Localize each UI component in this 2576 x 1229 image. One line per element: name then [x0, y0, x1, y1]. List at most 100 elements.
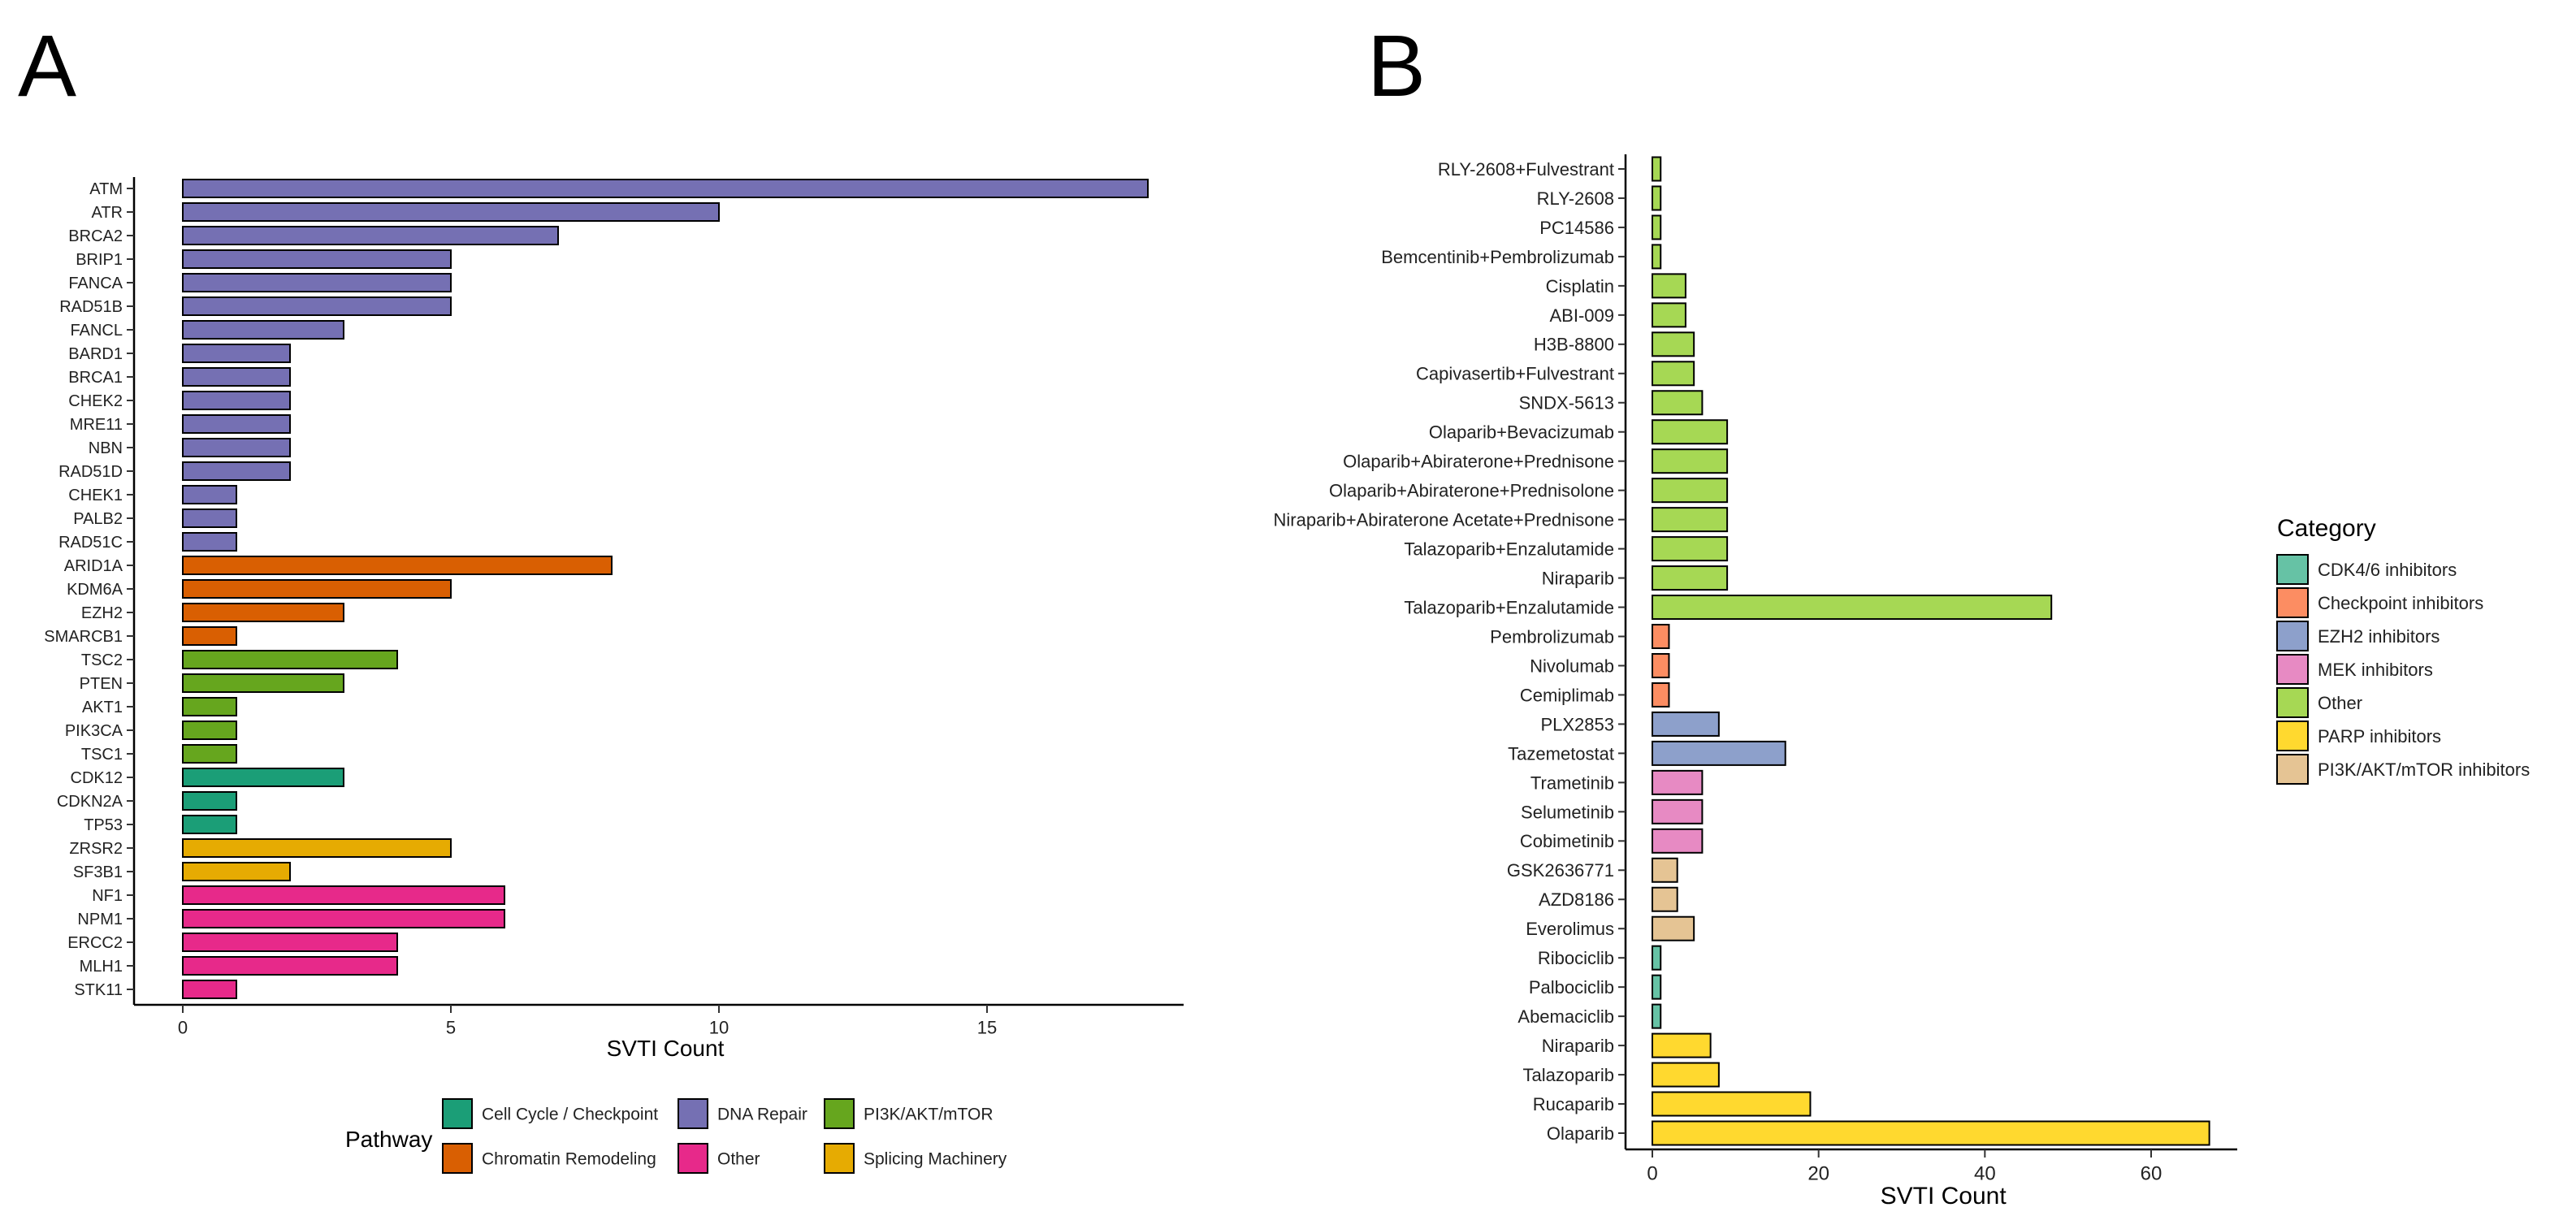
- bar: [1652, 769, 1704, 795]
- bar: [182, 980, 237, 999]
- bar: [1652, 156, 1662, 182]
- bar-label: Trametinib: [1530, 772, 1614, 793]
- bar-label: Palbociclib: [1529, 977, 1614, 997]
- bar-label: CHEK2: [68, 392, 123, 410]
- bar-label: NBN: [89, 439, 123, 457]
- bar-label: AKT1: [82, 699, 123, 716]
- bar-label: Pembrolizumab: [1490, 626, 1614, 647]
- bar: [182, 697, 237, 716]
- bar: [182, 202, 720, 222]
- bar-label: SNDX-5613: [1519, 393, 1614, 413]
- x-tick-label: 5: [446, 1017, 456, 1037]
- bar: [182, 249, 452, 269]
- bar: [182, 273, 452, 292]
- bar-label: NF1: [92, 887, 123, 905]
- bar-label: RLY-2608+Fulvestrant: [1438, 159, 1614, 180]
- bar-label: STK11: [74, 981, 123, 999]
- bar: [1652, 419, 1729, 445]
- bar: [182, 344, 291, 363]
- bar: [182, 485, 237, 504]
- bar: [182, 367, 291, 387]
- bar-label: SMARCB1: [44, 628, 123, 646]
- legend-title: Category: [2277, 515, 2376, 542]
- bar: [182, 862, 291, 881]
- bar: [1652, 302, 1686, 328]
- x-tick-label: 60: [2141, 1163, 2163, 1185]
- x-tick-label: 0: [1647, 1163, 1657, 1185]
- bar-label: EZH2: [81, 604, 123, 622]
- bar: [182, 556, 613, 575]
- bar-label: H3B-8800: [1534, 335, 1614, 355]
- legend-title: Pathway: [345, 1127, 432, 1152]
- bar-label: PC14586: [1539, 218, 1614, 238]
- legend-key: [2276, 754, 2309, 785]
- legend-key: [442, 1098, 473, 1129]
- bar-label: PTEN: [80, 675, 123, 693]
- bar: [1652, 740, 1786, 766]
- legend-label: Other: [717, 1150, 760, 1169]
- bar-label: NPM1: [77, 911, 123, 928]
- bar: [1652, 857, 1678, 883]
- bar-label: Selumetinib: [1521, 802, 1614, 822]
- bar-label: Talazoparib+Enzalutamide: [1404, 597, 1614, 617]
- legend-label: Splicing Machinery: [864, 1150, 1007, 1169]
- bar: [1652, 915, 1695, 941]
- bar: [182, 791, 237, 811]
- legend-label: Other: [2318, 693, 2362, 713]
- bar: [182, 438, 291, 457]
- panel-a-letter: A: [18, 16, 76, 115]
- bar: [1652, 682, 1670, 708]
- bar: [182, 768, 344, 787]
- x-tick-label: 10: [709, 1017, 729, 1037]
- legend-key: [824, 1143, 855, 1174]
- legend-label: DNA Repair: [717, 1106, 807, 1124]
- bar-label: CDKN2A: [57, 793, 123, 811]
- legend-label: Cell Cycle / Checkpoint: [482, 1106, 658, 1124]
- x-tick-label: 20: [1808, 1163, 1829, 1185]
- bar-label: Olaparib+Abiraterone+Prednisone: [1343, 452, 1614, 472]
- bar-label: BRIP1: [76, 251, 123, 269]
- bar: [1652, 945, 1662, 971]
- legend-key: [2276, 554, 2309, 585]
- bar: [1652, 1091, 1812, 1117]
- bar-label: BRCA2: [68, 227, 123, 245]
- legend-key: [442, 1143, 473, 1174]
- bar: [1652, 478, 1729, 504]
- bar-label: Bemcentinib+Pembrolizumab: [1381, 247, 1614, 267]
- bar-label: Olaparib+Bevacizumab: [1429, 422, 1614, 443]
- x-axis-title: SVTI Count: [1881, 1183, 2007, 1210]
- bar-label: TP53: [84, 816, 123, 834]
- bar-label: RAD51B: [59, 298, 123, 316]
- bar: [1652, 448, 1729, 474]
- bar-label: Olaparib: [1547, 1123, 1614, 1144]
- bar: [182, 673, 344, 693]
- bar: [182, 933, 398, 952]
- bar: [182, 414, 291, 434]
- panel-a-chart: ATMATRBRCA2BRIP1FANCARAD51BFANCLBARD1BRC…: [44, 177, 1184, 1174]
- legend-key: [2276, 687, 2309, 718]
- bar: [1652, 974, 1662, 1000]
- bar: [1652, 595, 2053, 621]
- bar: [1652, 624, 1670, 650]
- legend-label: PI3K/AKT/mTOR inhibitors: [2318, 759, 2530, 780]
- bar: [182, 838, 452, 858]
- bar: [1652, 273, 1686, 299]
- bar-label: GSK2636771: [1507, 860, 1614, 881]
- bar-label: Niraparib: [1542, 568, 1614, 588]
- legend-key: [678, 1098, 708, 1129]
- bar-label: ZRSR2: [69, 840, 123, 858]
- x-tick-label: 0: [178, 1017, 188, 1037]
- bar: [1652, 886, 1678, 912]
- bar: [182, 296, 452, 316]
- legend-key: [2276, 621, 2309, 651]
- x-tick-label: 40: [1974, 1163, 1996, 1185]
- bar: [1652, 1062, 1720, 1088]
- bar-label: Tazemetostat: [1508, 743, 1614, 764]
- bar: [182, 815, 237, 834]
- bar-label: RAD51D: [58, 463, 123, 481]
- bar-label: CHEK1: [68, 487, 123, 504]
- bar-label: CDK12: [71, 769, 123, 787]
- bar-label: RAD51C: [58, 534, 123, 552]
